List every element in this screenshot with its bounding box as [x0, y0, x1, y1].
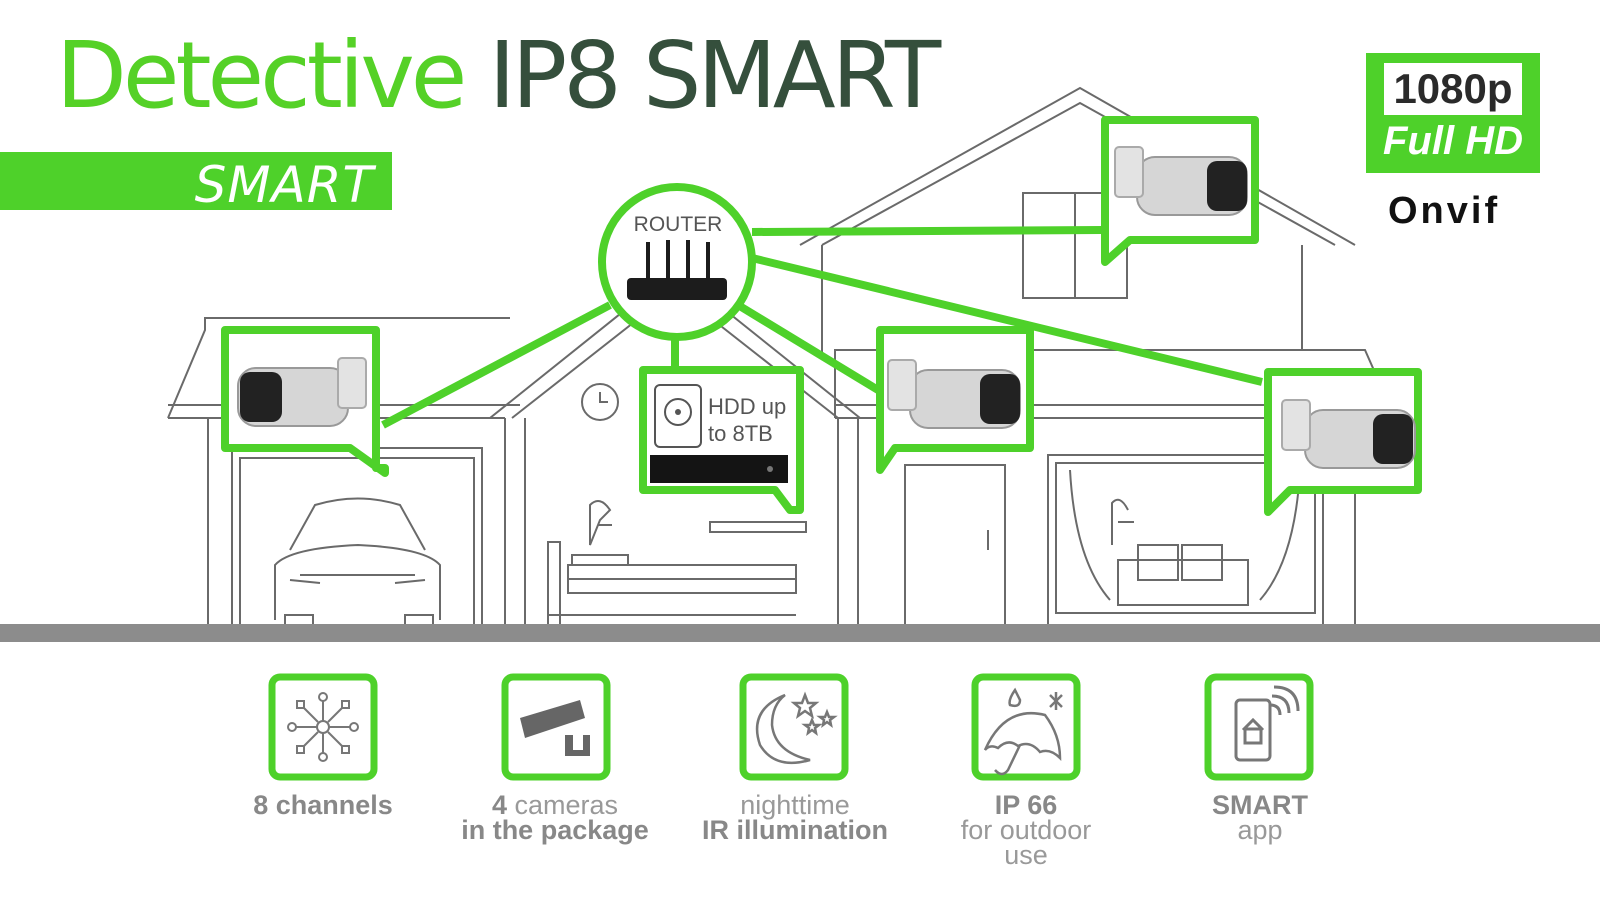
- onvif-logo: Onvif: [1388, 190, 1501, 232]
- camera-right-icon: [1281, 399, 1416, 469]
- feature-cameras-package: in the package: [461, 815, 649, 845]
- feature-label-cameras: 4 cameras in the package: [440, 790, 670, 845]
- feature-app-text: app: [1237, 815, 1283, 845]
- camera-center-icon: [887, 359, 1021, 429]
- title-part1: Detective: [56, 22, 489, 129]
- feature-label-channels: 8 channels: [223, 790, 423, 820]
- badge-resolution: 1080p: [1384, 63, 1522, 115]
- router-label: ROUTER: [633, 213, 723, 236]
- title-part2: IP8 SMART: [488, 22, 942, 129]
- ground-bar: [0, 624, 1600, 642]
- hdd-icon: [654, 384, 702, 448]
- hdd-label: HDD up to 8TB: [708, 393, 786, 447]
- hdd-label-line2: to 8TB: [708, 421, 773, 446]
- camera-top-icon: [1114, 146, 1248, 216]
- full-hd-badge: 1080p Full HD: [1366, 53, 1540, 173]
- feature-label-ir: nighttime IR illumination: [690, 790, 900, 845]
- umbrella-icon: [983, 687, 1063, 776]
- smart-logo-bar: SMART: [0, 152, 392, 214]
- moon-icon: [755, 691, 838, 765]
- feature-ip66-rating: IP 66: [994, 790, 1058, 820]
- badge-full-hd: Full HD: [1383, 119, 1523, 163]
- hdd-label-line1: HDD up: [708, 394, 787, 419]
- network-links: [381, 226, 1263, 429]
- feature-cameras-text: cameras: [506, 790, 619, 820]
- feature-label-smart-app: SMART app: [1180, 790, 1340, 845]
- feature-label-ip66: IP 66 for outdoor use: [950, 790, 1102, 870]
- feature-cameras-count: 4: [491, 790, 507, 820]
- camera-left-icon: [237, 357, 367, 427]
- feature-ip66-text: for outdoor use: [960, 815, 1092, 870]
- page-title: Detective IP8 SMART: [56, 30, 941, 122]
- feature-channels-text: 8 channels: [253, 790, 393, 820]
- channels-icon: [287, 692, 359, 762]
- router-node: [598, 183, 756, 341]
- feature-ir-text: IR illumination: [702, 815, 888, 845]
- feature-ir-nighttime: nighttime: [740, 790, 850, 820]
- router-icon: [627, 240, 727, 300]
- smartphone-icon: [1234, 685, 1300, 762]
- recorder-icon: [650, 455, 788, 483]
- feature-smart-text: SMART: [1212, 790, 1308, 820]
- camera-icon: [520, 700, 590, 756]
- smart-logo: SMART: [194, 156, 374, 214]
